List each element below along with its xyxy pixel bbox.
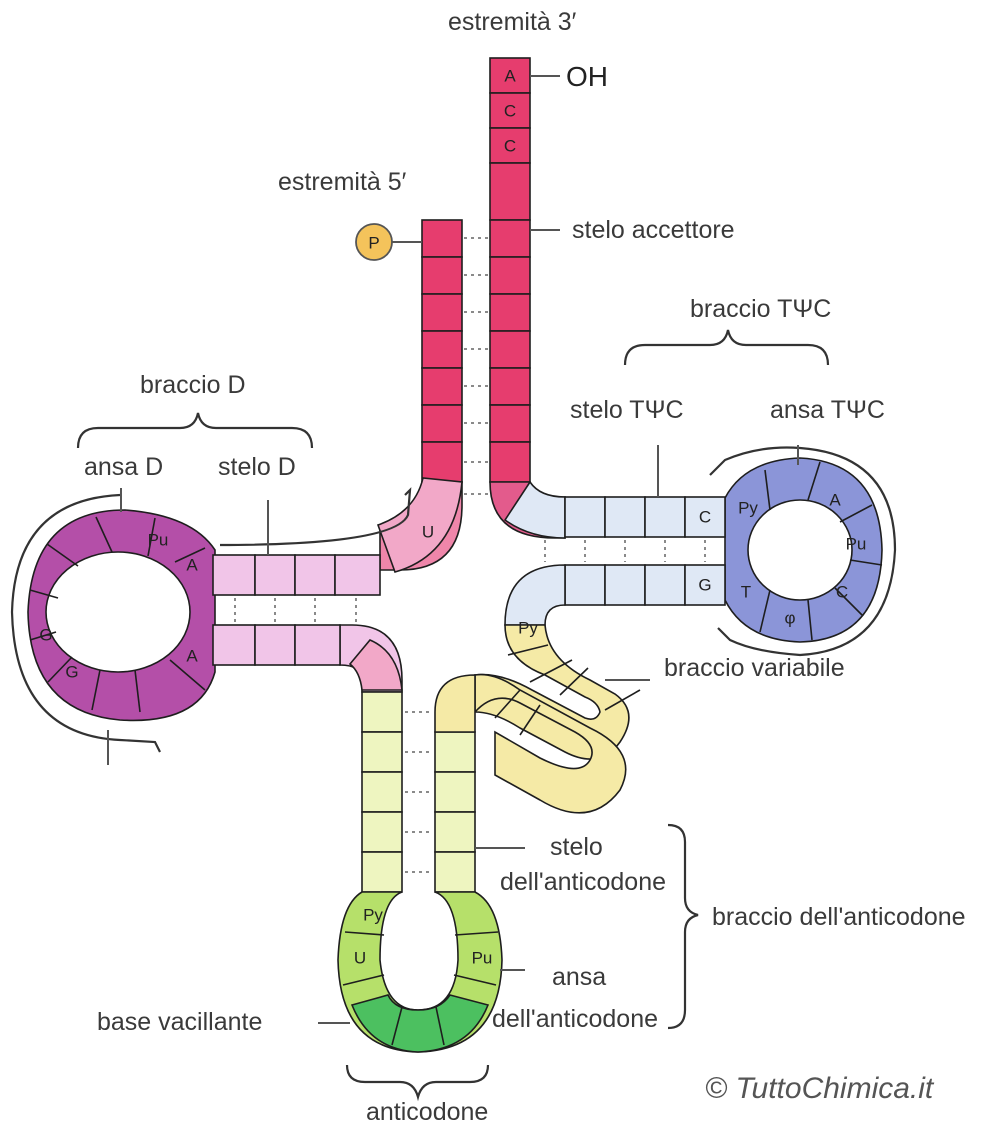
t-to-variable-curve <box>505 565 565 625</box>
acceptor-3-cell <box>490 368 530 405</box>
anticodon-stem-cell <box>362 692 402 732</box>
base-t-tloop: T <box>741 583 751 602</box>
acceptor-stem: A C C <box>422 58 530 494</box>
phosphate-label: P <box>368 234 379 253</box>
anticodon-loop-bottom <box>352 995 488 1052</box>
anticodon-stem-cell <box>435 852 475 892</box>
acceptor-5-cell <box>422 368 462 405</box>
t-stem-bottom-cell <box>565 565 605 605</box>
acceptor-3-cell <box>490 405 530 442</box>
t-stem-bottom-cell <box>645 565 685 605</box>
acceptor-3-cell <box>490 220 530 257</box>
u-junction-cell <box>378 478 462 572</box>
variable-arm: Py <box>475 619 640 813</box>
acceptor-stem-label: stelo accettore <box>572 216 735 244</box>
base-g-tstem: G <box>698 576 711 595</box>
brace-d-arm <box>78 413 312 448</box>
base-u-wobble: U <box>354 949 366 968</box>
acceptor-3-cell <box>490 331 530 368</box>
d-arm-label: braccio D <box>140 371 246 399</box>
base-pu-anticodon: Pu <box>472 949 493 968</box>
d-stem-label: stelo D <box>218 453 296 481</box>
acceptor-3-cell <box>490 257 530 294</box>
acceptor-3-cell <box>490 163 530 220</box>
acceptor-3-cell <box>490 442 530 482</box>
anticodon-arm: Py U Pu <box>338 675 502 1052</box>
acceptor-5-cell <box>422 442 462 482</box>
variable-arm-label: braccio variabile <box>664 654 845 682</box>
brace-anticodon <box>347 1065 488 1097</box>
anticodon-arm-label: braccio dell'anticodone <box>712 903 966 931</box>
anticodon-stem-cell <box>362 732 402 772</box>
acceptor-5-cell <box>422 220 462 257</box>
end3-label: estremità 3′ <box>448 8 577 36</box>
d-loop-label: ansa D <box>84 453 163 481</box>
base-c-tloop: C <box>836 583 848 602</box>
anticodon-stem-cell <box>435 812 475 852</box>
d-stem-bottom-cell <box>295 625 340 665</box>
acceptor-5-cell <box>422 257 462 294</box>
base-py-variable: Py <box>518 619 538 638</box>
wobble-base-label: base vacillante <box>97 1008 262 1036</box>
anticodon-stem-cell <box>362 812 402 852</box>
base-g-dloop: G <box>39 626 52 645</box>
t-stem-top-cell <box>605 497 645 537</box>
copyright-label: © TuttoChimica.it <box>705 1072 935 1105</box>
base-a-tloop: A <box>829 491 841 510</box>
anticodon-loop-label-2: dell'anticodone <box>492 1005 658 1033</box>
oh-label: OH <box>566 61 608 92</box>
acceptor-3-cell <box>490 294 530 331</box>
base-g-dloop: G <box>65 663 78 682</box>
tpsic-stem-label: stelo TΨC <box>570 396 684 424</box>
base-a-dloop-bottom: A <box>186 647 198 666</box>
anticodon-stem-top-curve <box>435 675 475 732</box>
base-pu-tloop: Pu <box>846 535 867 554</box>
anticodon-stem-label-2: dell'anticodone <box>500 868 666 896</box>
tpsic-loop-label: ansa TΨC <box>770 396 885 424</box>
d-stem-bottom-cell <box>213 625 255 665</box>
d-stem-top-cell <box>213 555 255 595</box>
t-stem-top-cell <box>565 497 605 537</box>
base-pu-dloop: Pu <box>148 531 169 550</box>
anticodon-stem-cell <box>362 772 402 812</box>
anticodon-loop-label-1: ansa <box>552 963 606 991</box>
tpsic-arm-label: braccio TΨC <box>690 295 831 323</box>
t-stem-top-cell <box>645 497 685 537</box>
anticodon-stem-cell <box>435 732 475 772</box>
tpsic-arm: Py A Pu C φ T C G <box>505 458 882 642</box>
base-a-3end: A <box>504 67 516 86</box>
acceptor-5-cell <box>422 405 462 442</box>
d-stem-top-cell <box>255 555 295 595</box>
base-c: C <box>504 137 516 156</box>
anticodon-stem-cell <box>435 772 475 812</box>
base-a-dloop: A <box>186 556 198 575</box>
acceptor-5-cell <box>422 294 462 331</box>
anticodon-stem-label-1: stelo <box>550 833 603 861</box>
t-stem-bottom-cell <box>605 565 645 605</box>
d-stem-top-cell <box>295 555 335 595</box>
base-c-tstem: C <box>699 508 711 527</box>
base-phi-tloop: φ <box>784 609 795 628</box>
base-u-junction: U <box>422 523 434 542</box>
base-c: C <box>504 102 516 121</box>
brace-anticodon-arm <box>668 825 698 1028</box>
acceptor-5-cell <box>422 331 462 368</box>
d-stem-bottom-cell <box>255 625 295 665</box>
anticodon-stem-cell <box>362 852 402 892</box>
base-py-tloop: Py <box>738 499 758 518</box>
d-stem-top-cell <box>335 555 380 595</box>
brace-tpsic-arm <box>625 330 828 365</box>
ends: P OH <box>356 61 608 260</box>
base-py-anticodon: Py <box>363 906 383 925</box>
end5-label: estremità 5′ <box>278 168 407 196</box>
d-loop-center <box>46 552 190 672</box>
anticodon-label: anticodone <box>366 1098 488 1126</box>
